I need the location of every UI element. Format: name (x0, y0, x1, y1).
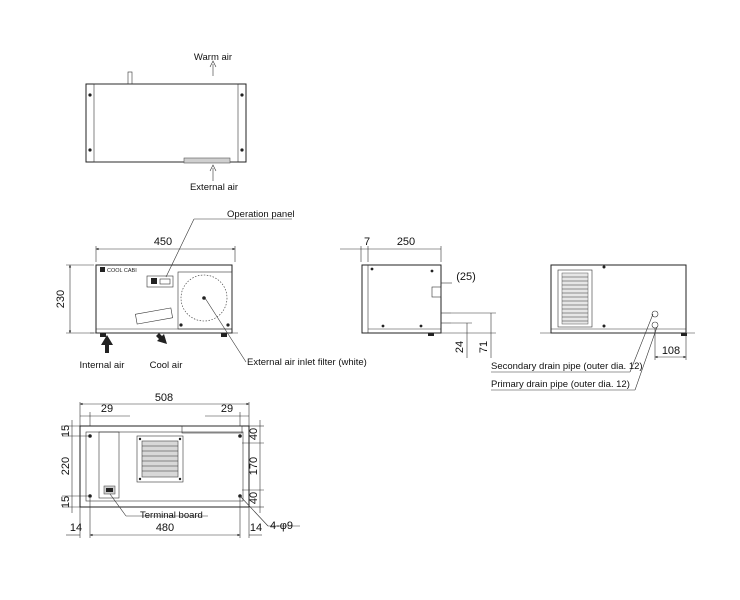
external-air-label: External air (190, 182, 238, 193)
dim-right-40-top: 40 (248, 428, 260, 440)
filter-label: External air inlet filter (white) (247, 357, 367, 368)
front-view: 450 230 COOL CABI Operation panel Intern… (55, 209, 367, 371)
primary-drain-label: Primary drain pipe (outer dia. 12) (491, 379, 630, 390)
dim-middle-220: 220 (60, 457, 72, 475)
mounting-view: 508 29 29 (60, 392, 300, 538)
cool-air-arrow-icon (156, 333, 167, 344)
dim-right-29: 29 (221, 403, 233, 415)
dim-front-width: 450 (154, 236, 172, 248)
warm-air-arrow-icon (209, 60, 217, 76)
dim-left-14: 14 (70, 522, 82, 534)
operation-panel-label: Operation panel (227, 209, 295, 220)
dim-pipe-offset: (25) (456, 271, 476, 283)
rear-view: 108 Secondary drain pipe (outer dia. 12)… (491, 264, 695, 391)
dim-mount-width: 508 (155, 392, 173, 404)
dim-pipe-71: 71 (478, 341, 490, 353)
dim-right-40-bottom: 40 (248, 492, 260, 504)
terminal-board-label: Terminal board (140, 510, 203, 521)
dim-front-height: 230 (55, 290, 67, 308)
side-view: 7 250 (25) 24 71 (340, 236, 496, 358)
dim-left-29: 29 (101, 403, 113, 415)
brand-plate: COOL CABI (107, 268, 137, 274)
holes-label: 4-φ9 (270, 520, 293, 532)
dim-pipe-24: 24 (454, 341, 466, 353)
dim-side-offset: 7 (364, 236, 370, 248)
dim-hole-pitch: 480 (156, 522, 174, 534)
dim-right-14: 14 (250, 522, 262, 534)
dim-top-15: 15 (60, 425, 72, 437)
cool-air-label: Cool air (150, 360, 183, 371)
external-air-arrow-icon (209, 164, 217, 181)
dim-right-170: 170 (248, 457, 260, 475)
dim-bottom-15: 15 (60, 496, 72, 508)
secondary-drain-label: Secondary drain pipe (outer dia. 12) (491, 361, 643, 372)
dim-rear-108: 108 (662, 345, 680, 357)
warm-air-label: Warm air (194, 52, 232, 63)
louver-grille (561, 272, 589, 325)
internal-air-label: Internal air (80, 360, 125, 371)
top-view: Warm air External air (85, 52, 247, 193)
internal-air-arrow-icon (101, 335, 113, 353)
dim-side-depth: 250 (397, 236, 415, 248)
